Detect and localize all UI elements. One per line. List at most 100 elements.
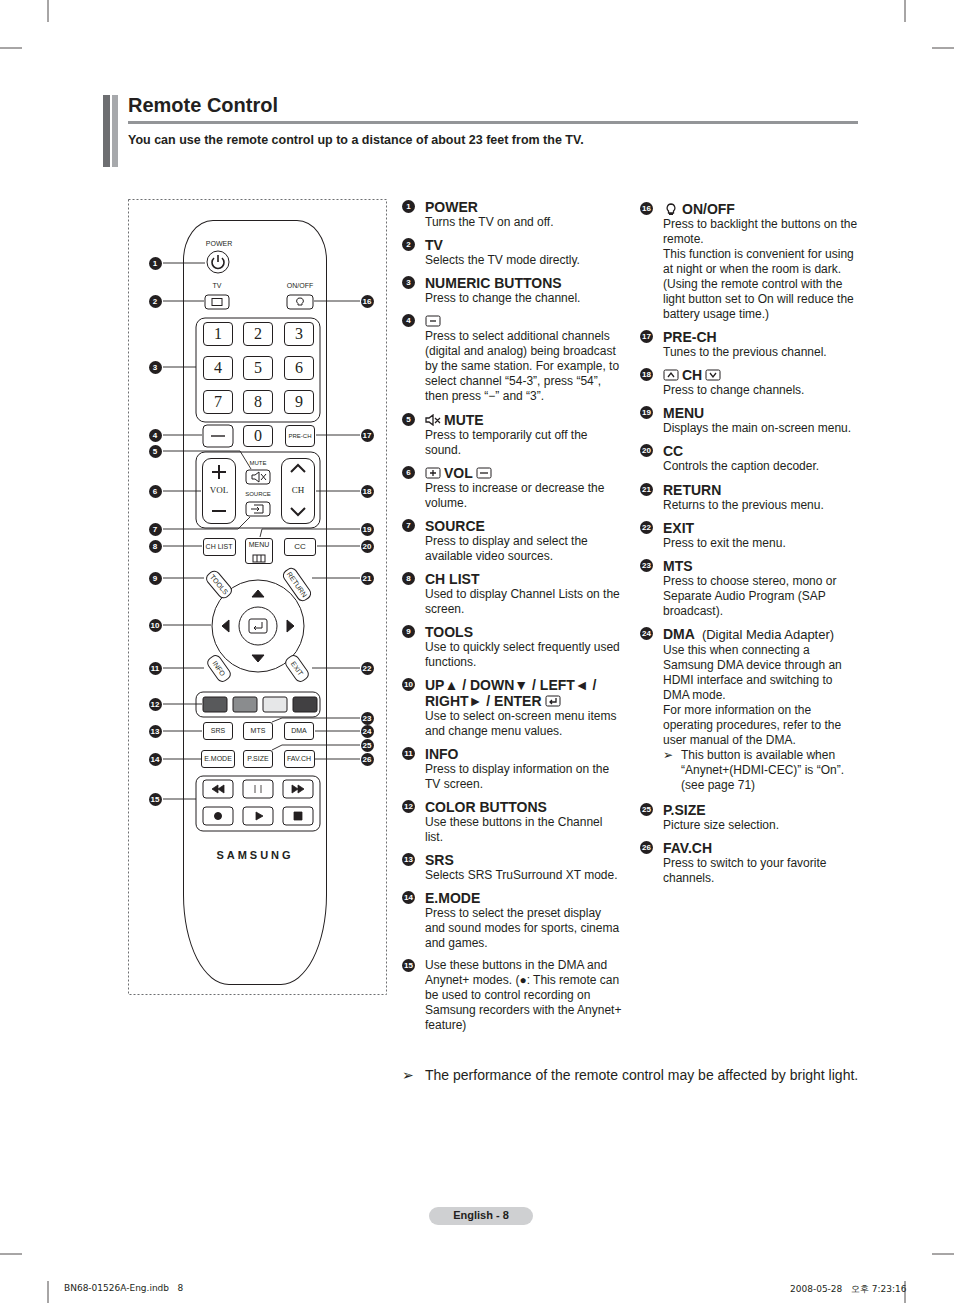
item-description: Use these buttons in the DMA and Anynet+… xyxy=(425,958,623,1033)
callout-number: 24 xyxy=(361,725,374,738)
item-heading: COLOR BUTTONS xyxy=(425,799,547,815)
callout-number: 2 xyxy=(149,295,162,308)
item-text: Press to select additional channels (dig… xyxy=(425,313,623,404)
description-item: 7SOURCEPress to display and select the a… xyxy=(403,518,625,564)
button-icon xyxy=(425,414,441,426)
item-description: Press to choose stereo, mono or Separate… xyxy=(663,574,861,619)
callout-number: 13 xyxy=(402,853,415,866)
item-heading-line: TOOLS xyxy=(425,624,623,640)
item-text: TVSelects the TV mode directly. xyxy=(425,237,623,268)
callout-number: 3 xyxy=(402,276,415,289)
item-description: Press to exit the menu. xyxy=(663,536,861,551)
item-heading: MTS xyxy=(663,558,693,574)
corner-button: RETURN xyxy=(281,565,314,603)
button-text: CH xyxy=(292,486,305,495)
callout-number: 19 xyxy=(361,523,374,536)
description-item: 24DMA(Digital Media Adapter)Use this whe… xyxy=(641,626,863,793)
number-button: 9 xyxy=(284,390,314,414)
item-heading-line: FAV.CH xyxy=(663,840,861,856)
description-item: 23MTSPress to choose stereo, mono or Sep… xyxy=(641,558,863,619)
button-text: MTS xyxy=(251,727,266,734)
callout-number: 17 xyxy=(361,429,374,442)
number-button: 6 xyxy=(284,356,314,380)
callout-number: 22 xyxy=(640,521,653,534)
callout-number: 17 xyxy=(640,330,653,343)
item-description: This function is convenient for using at… xyxy=(663,247,861,322)
item-heading-line: EXIT xyxy=(663,520,861,536)
callout-number: 21 xyxy=(361,572,374,585)
item-description: Press to select additional channels (dig… xyxy=(425,329,623,404)
item-description: Selects SRS TruSurround XT mode. xyxy=(425,868,623,883)
item-text: COLOR BUTTONSUse these buttons in the Ch… xyxy=(425,799,623,845)
item-description: Use to select on-screen menu items and c… xyxy=(425,709,623,739)
description-item: 14E.MODEPress to select the preset displ… xyxy=(403,890,625,951)
item-heading: POWER xyxy=(425,199,478,215)
item-text: VOLPress to increase or decrease the vol… xyxy=(425,465,623,511)
item-description: Selects the TV mode directly. xyxy=(425,253,623,268)
item-heading: TV xyxy=(425,237,443,253)
description-item: 15 Use these buttons in the DMA and Anyne… xyxy=(403,958,625,1033)
item-heading-line: TV xyxy=(425,237,623,253)
callout-number: 24 xyxy=(640,627,653,640)
button-text: FAV.CH xyxy=(287,755,311,762)
button-text: 2 xyxy=(254,326,262,343)
item-heading-line: PRE-CH xyxy=(663,329,861,345)
corner-button: INFO xyxy=(205,652,233,684)
item-heading: P.SIZE xyxy=(663,802,706,818)
callout-number: 12 xyxy=(149,698,162,711)
item-heading: CH xyxy=(682,367,702,383)
button-text: CH LIST xyxy=(206,543,233,550)
item-heading-line: CH LIST xyxy=(425,571,623,587)
callout-number: 26 xyxy=(361,753,374,766)
item-heading: MENU xyxy=(663,405,704,421)
callout-number: 5 xyxy=(149,445,162,458)
button-text: VOL xyxy=(210,486,229,495)
item-heading: MUTE xyxy=(444,412,484,428)
item-text: MUTEPress to temporarily cut off the sou… xyxy=(425,412,623,458)
button-text: 0 xyxy=(254,428,262,445)
button-icon xyxy=(705,369,721,381)
item-heading: CH LIST xyxy=(425,571,479,587)
item-text: CHPress to change channels. xyxy=(663,367,861,398)
item-description: Press to switch to your favorite channel… xyxy=(663,856,861,886)
figure-frame xyxy=(129,200,387,995)
callout-number: 2 xyxy=(402,238,415,251)
item-description: Tunes to the previous channel. xyxy=(663,345,861,360)
description-item: 20CCControls the caption decoder. xyxy=(641,443,863,474)
function-button: MTS xyxy=(243,722,273,740)
button-icon xyxy=(663,203,679,215)
callout-number: 15 xyxy=(402,959,415,972)
item-description: Used to display Channel Lists on the scr… xyxy=(425,587,623,617)
volume-rocker: VOL xyxy=(202,458,236,524)
item-heading: INFO xyxy=(425,746,458,762)
callout-number: 15 xyxy=(149,793,162,806)
button-text: 9 xyxy=(295,394,303,411)
item-description: Turns the TV on and off. xyxy=(425,215,623,230)
item-text: PRE-CHTunes to the previous channel. xyxy=(663,329,861,360)
callout-number: 8 xyxy=(402,572,415,585)
item-text: CH LISTUsed to display Channel Lists on … xyxy=(425,571,623,617)
item-heading: EXIT xyxy=(663,520,694,536)
item-text: MTSPress to choose stereo, mono or Separ… xyxy=(663,558,861,619)
description-item: 13SRSSelects SRS TruSurround XT mode. xyxy=(403,852,625,883)
description-item: 11INFOPress to display information on th… xyxy=(403,746,625,792)
callout-number: 21 xyxy=(640,483,653,496)
description-item: 3NUMERIC BUTTONSPress to change the chan… xyxy=(403,275,625,306)
note-arrow: ➢ xyxy=(663,748,681,793)
callout-number: 18 xyxy=(361,485,374,498)
remote-illustration xyxy=(196,251,320,831)
item-heading-line: POWER xyxy=(425,199,623,215)
item-heading-line: RETURN xyxy=(663,482,861,498)
corner-button: EXIT xyxy=(283,652,311,684)
brand-name: SAMSUNG xyxy=(184,850,326,862)
item-heading-line: CC xyxy=(663,443,861,459)
callout-number: 1 xyxy=(149,257,162,270)
item-heading: RETURN xyxy=(663,482,721,498)
item-heading: UP▲ / DOWN▼ / LEFT◄ / RIGHT► / ENTER xyxy=(425,677,596,709)
header-bar xyxy=(112,95,118,167)
item-heading: DMA xyxy=(663,626,695,642)
item-text: ON/OFFPress to backlight the buttons on … xyxy=(663,201,861,322)
description-item: 2 TVSelects the TV mode directly. xyxy=(403,237,625,268)
callout-number: 14 xyxy=(402,891,415,904)
